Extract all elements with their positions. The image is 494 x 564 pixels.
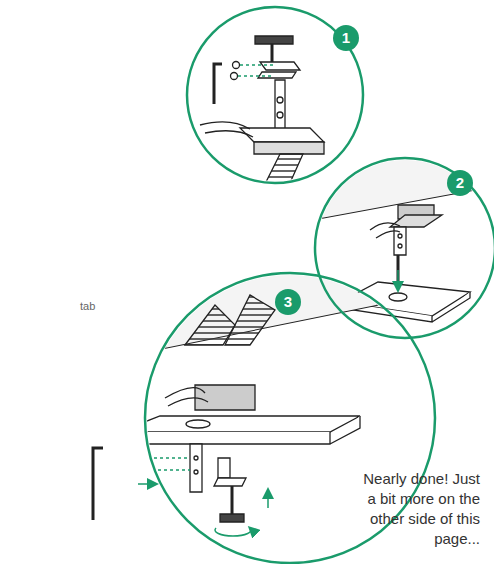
callout-number: 3 [276, 290, 300, 314]
note-text: Nearly done! Just a bit more on the othe… [358, 469, 480, 549]
text-fragment: tab [80, 300, 95, 312]
callout-number: 2 [448, 171, 472, 195]
callout-number: 1 [334, 26, 358, 50]
